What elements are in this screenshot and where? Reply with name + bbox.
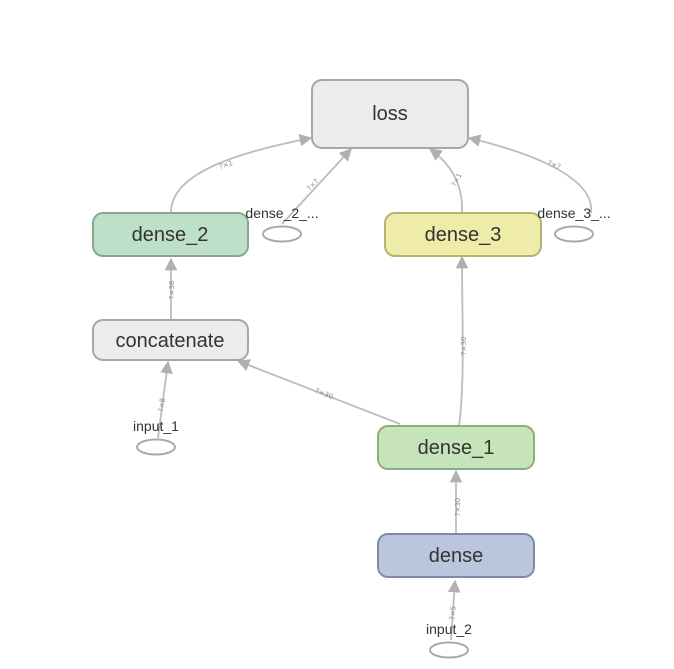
node-dense-label: dense xyxy=(429,545,484,567)
edge-label-dense-2-target-to-loss: ?×? xyxy=(306,177,321,192)
node-dense-3-label: dense_3 xyxy=(425,224,502,246)
input-2-oval xyxy=(429,641,469,659)
input-dense-3-target-oval xyxy=(554,225,594,243)
edge-label-input-1-to-concatenate: ?×8 xyxy=(157,397,167,412)
node-dense-3-box xyxy=(384,212,542,257)
node-dense-3[interactable]: dense_3 xyxy=(384,212,542,257)
node-dense-2[interactable]: dense_2 xyxy=(92,212,249,257)
edge-label-input-2-to-dense: ?×5 xyxy=(448,606,457,621)
input-dense-2-target[interactable]: dense_2_... xyxy=(245,205,319,243)
edge-label-dense-1-to-dense-3: ?×30 xyxy=(460,337,468,356)
input-1-oval xyxy=(136,438,176,456)
input-dense-3-target[interactable]: dense_3_... xyxy=(537,205,611,243)
input-1[interactable]: input_1 xyxy=(133,418,179,456)
input-1-label: input_1 xyxy=(133,418,179,434)
edge-label-concatenate-to-dense-2: ?×38 xyxy=(168,281,176,300)
edge-label-dense-to-dense-1: ?×30 xyxy=(454,498,462,517)
edge-label-dense-1-to-concatenate: ?×30 xyxy=(314,387,334,401)
edges xyxy=(157,134,592,641)
input-dense-2-target-label: dense_2_... xyxy=(245,205,318,221)
edge-dense-1-to-dense-3 xyxy=(455,255,469,427)
edge-dense-2-target-to-loss xyxy=(281,148,352,225)
node-loss-box xyxy=(311,79,469,149)
node-dense-1[interactable]: dense_1 xyxy=(377,425,535,470)
node-dense-box xyxy=(377,533,535,578)
edge-labels: ?×5 ?×30 ?×30 ?×30 ?×8 ?×38 ?×1 ?×? ?×1 … xyxy=(157,159,562,620)
node-dense-2-box xyxy=(92,212,249,257)
edge-dense-3-target-to-loss xyxy=(467,134,592,214)
node-dense[interactable]: dense xyxy=(377,533,535,578)
node-concatenate[interactable]: concatenate xyxy=(92,319,249,361)
node-loss-label: loss xyxy=(372,103,408,125)
input-2-label: input_2 xyxy=(426,621,472,637)
edge-input-1-to-concatenate xyxy=(157,360,173,439)
edge-dense-2-to-loss xyxy=(170,134,313,214)
edge-input-2-to-dense xyxy=(447,579,461,641)
edge-dense-1-to-concatenate xyxy=(236,359,401,425)
node-dense-1-label: dense_1 xyxy=(418,437,495,459)
node-concatenate-box xyxy=(92,319,249,361)
input-dense-2-target-oval xyxy=(262,225,302,243)
input-dense-3-target-label: dense_3_... xyxy=(537,205,610,221)
node-dense-2-label: dense_2 xyxy=(132,224,209,246)
input-2[interactable]: input_2 xyxy=(426,621,472,659)
node-loss[interactable]: loss xyxy=(311,79,469,149)
node-concatenate-label: concatenate xyxy=(116,330,225,352)
edge-dense-3-to-loss xyxy=(428,148,463,214)
edge-label-dense-2-to-loss: ?×1 xyxy=(218,159,234,171)
node-dense-1-box xyxy=(377,425,535,470)
